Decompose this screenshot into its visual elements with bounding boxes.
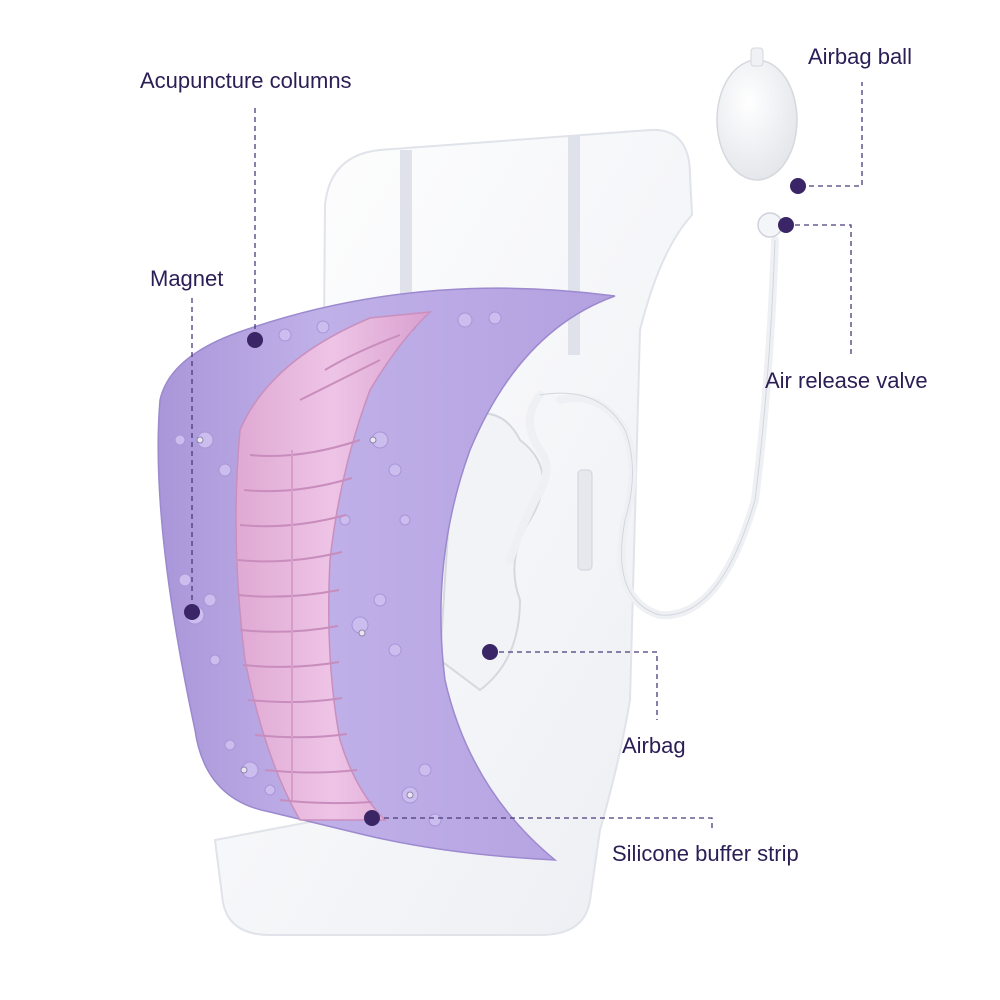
- silicone-buffer-strip-shape: [235, 311, 433, 821]
- label-magnet: Magnet: [150, 266, 224, 291]
- label-air-release-valve: Air release valve: [765, 368, 928, 393]
- label-silicone-buffer-strip: Silicone buffer strip: [612, 841, 799, 866]
- label-airbag-ball: Airbag ball: [808, 44, 912, 69]
- airbag-ball-shape: [716, 47, 798, 238]
- label-acupuncture-columns: Acupuncture columns: [140, 68, 352, 93]
- label-airbag: Airbag: [622, 733, 686, 758]
- callout-lines: [191, 82, 863, 830]
- air-hose: [506, 236, 779, 620]
- callout-dots: [184, 178, 806, 826]
